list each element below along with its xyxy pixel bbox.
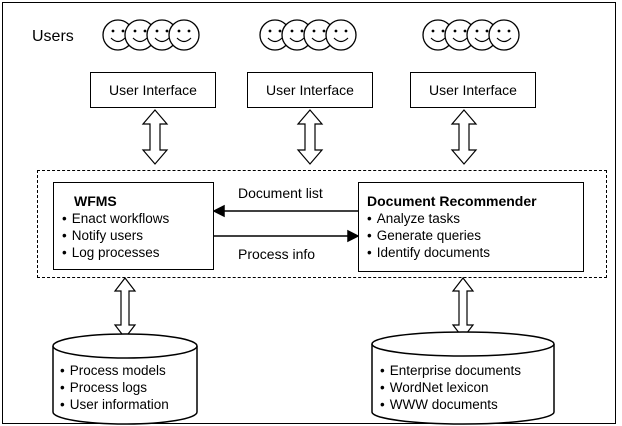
user-interface-box-3: User Interface [410,72,536,108]
list-item: Analyze tasks [367,210,583,227]
document-list-arrowhead [212,204,225,218]
user-interface-label: User Interface [429,82,517,98]
list-item: Process logs [60,379,169,396]
ui3-double-arrow [450,109,478,165]
user-interface-label: User Interface [266,82,354,98]
wfms-title: WFMS [74,193,117,209]
process-info-label: Process info [238,246,316,262]
wfms-db-double-arrow [113,277,137,339]
user-interface-box-2: User Interface [247,72,373,108]
process-info-arrowhead [347,229,360,243]
list-item: Enact workflows [62,210,213,227]
recommender-title: Document Recommender [367,193,537,209]
process-database-contents: Process models Process logs User informa… [60,362,169,413]
recommender-db-double-arrow [451,277,475,339]
users-label: Users [32,28,74,45]
recommender-function-list: Analyze tasks Generate queries Identify … [367,210,583,261]
system-boundary [37,170,607,278]
list-item: Generate queries [367,227,583,244]
list-item: Process models [60,362,169,379]
list-item: User information [60,396,169,413]
user-group-1-icon [102,19,200,51]
list-item: Enterprise documents [380,362,521,379]
list-item: WWW documents [380,396,521,413]
wfms-function-list: Enact workflows Notify users Log process… [62,210,213,261]
document-database-contents: Enterprise documents WordNet lexicon WWW… [380,362,521,413]
document-list-label: Document list [238,185,323,201]
diagram-frame [2,2,616,424]
user-group-2-icon [259,19,357,51]
user-group-3-icon [422,19,520,51]
list-item: Notify users [62,227,213,244]
wfms-box: WFMS Enact workflows Notify users Log pr… [53,182,214,270]
list-item: Identify documents [367,244,583,261]
user-interface-box-1: User Interface [90,72,216,108]
ui1-double-arrow [141,109,169,165]
ui2-double-arrow [296,109,324,165]
user-interface-label: User Interface [109,82,197,98]
list-item: Log processes [62,244,213,261]
document-recommender-box: Document Recommender Analyze tasks Gener… [358,182,584,272]
list-item: WordNet lexicon [380,379,521,396]
